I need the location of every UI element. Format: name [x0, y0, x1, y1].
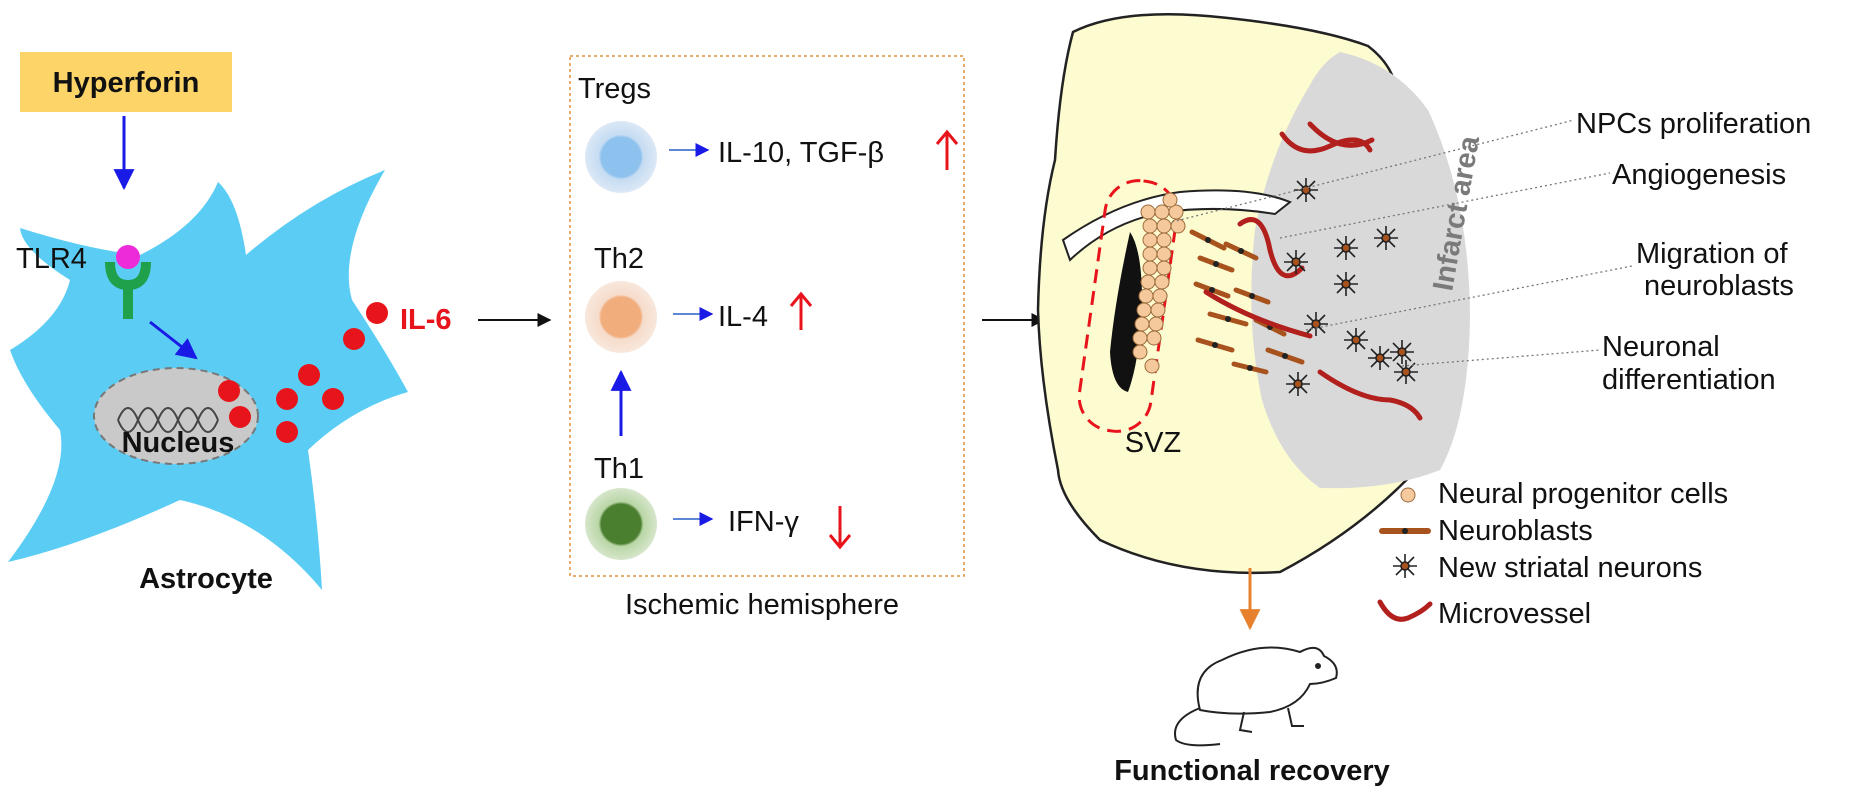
legend-microvessel: Microvessel — [1438, 598, 1591, 630]
mouse-icon — [1174, 646, 1338, 747]
il6-label: IL-6 — [400, 304, 452, 336]
hyperforin-box — [20, 52, 232, 112]
annotation-npcs-proliferation: NPCs proliferation — [1576, 108, 1811, 140]
nucleus-label: Nucleus — [122, 427, 235, 459]
tregs-label: Tregs — [578, 73, 651, 105]
th2-cell-icon — [585, 281, 657, 353]
legend-new-striatal-neurons: New striatal neurons — [1438, 552, 1702, 584]
tregs-output-label: IL-10, TGF-β — [718, 137, 884, 169]
annotation-neuronal: Neuronal — [1602, 331, 1720, 363]
th1-cell-icon — [585, 488, 657, 560]
callout-lines — [1171, 119, 1633, 367]
astrocyte-label: Astrocyte — [139, 563, 273, 595]
ischemic-hemisphere-box — [569, 55, 965, 577]
up-arrow-icon — [935, 129, 959, 170]
annotation-neuroblasts: neuroblasts — [1644, 270, 1794, 302]
ischemic-hemisphere-caption: Ischemic hemisphere — [625, 589, 899, 621]
legend-npc-icon — [1400, 487, 1416, 503]
legend-neural-progenitor-cells: Neural progenitor cells — [1438, 478, 1728, 510]
dna-strand-icon-2 — [117, 407, 219, 433]
legend-microvessel-icon — [1377, 599, 1433, 622]
microvessels — [1203, 121, 1423, 421]
lateral-ventricle — [1061, 189, 1292, 262]
tlr4-label: TLR4 — [16, 243, 87, 275]
tlr4-receptor-icon — [105, 245, 151, 319]
annotation-migration-of: Migration of — [1636, 238, 1788, 270]
up-arrow-icon — [789, 291, 813, 330]
hyperforin-label: Hyperforin — [53, 67, 200, 99]
arrow-tlr4-to-nucleus — [149, 320, 198, 360]
dna-strand-icon — [117, 407, 219, 433]
neural-progenitor-cells — [1132, 192, 1186, 374]
annotation-angiogenesis: Angiogenesis — [1612, 159, 1786, 191]
annotation-differentiation: differentiation — [1602, 364, 1776, 396]
legend-neuroblasts: Neuroblasts — [1438, 515, 1593, 547]
down-arrow-icon — [828, 506, 852, 550]
neuroblast-nuclei — [1205, 237, 1288, 371]
new-striatal-neurons — [1284, 178, 1418, 396]
infarct-area — [1251, 52, 1470, 489]
svz-label: SVZ — [1125, 427, 1181, 459]
th1-label: Th1 — [594, 453, 644, 485]
legend-neuroblast-icon — [1379, 528, 1431, 534]
svz-dashed-region — [1077, 179, 1179, 433]
tregs-cell-icon — [585, 121, 657, 193]
th1-output-label: IFN-γ — [728, 506, 799, 538]
th2-label: Th2 — [594, 243, 644, 275]
legend-neuron-icon — [1393, 554, 1417, 578]
il6-secretion-dots — [218, 302, 388, 443]
th2-output-label: IL-4 — [718, 301, 768, 333]
functional-recovery-label: Functional recovery — [1114, 755, 1390, 787]
